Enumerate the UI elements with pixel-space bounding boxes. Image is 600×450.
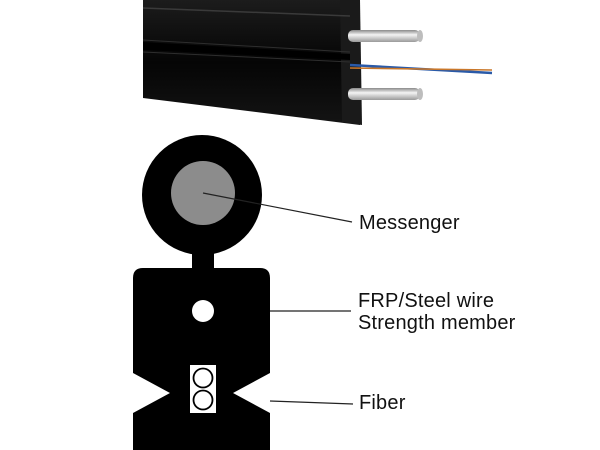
messenger-leader-line (202, 192, 353, 223)
fiber-leader-line (269, 400, 354, 405)
messenger-label: Messenger (359, 212, 460, 234)
cable-end-face (340, 0, 362, 125)
strength-label-line2: Strength member (358, 312, 516, 334)
cable-cross-section (133, 135, 354, 450)
fiber-core-upper (192, 367, 214, 389)
cable-jacket-3d (143, 0, 360, 125)
upper-steel-wire (348, 30, 420, 42)
cable-photo (142, 0, 493, 125)
strength-member-hole (192, 300, 214, 322)
fiber-strand-orange (349, 67, 493, 71)
fiber-label: Fiber (359, 392, 406, 414)
cable-web (192, 248, 214, 272)
strength-member-label: FRP/Steel wire Strength member (358, 290, 516, 334)
fiber-core-lower (192, 389, 214, 411)
cable-groove (143, 42, 350, 60)
lower-steel-wire (348, 88, 420, 100)
drop-cable-body (133, 268, 270, 450)
strength-label-line1: FRP/Steel wire (358, 290, 495, 312)
